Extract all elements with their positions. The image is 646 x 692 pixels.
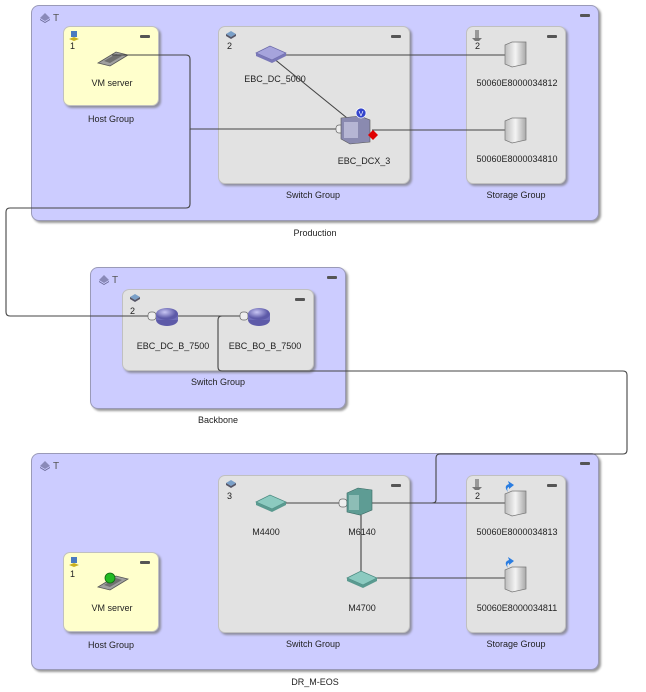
group-count: 2 [475, 41, 481, 51]
storage-group[interactable]: 2 50060E8000034813 50060E8000034811 [466, 475, 566, 633]
fabric-header: T [38, 460, 59, 472]
switch-group-icon [226, 480, 236, 488]
collapse-button[interactable] [140, 35, 150, 38]
storage-group[interactable]: 2 50060E8000034812 50060E8000034810 [466, 26, 566, 184]
collapse-button[interactable] [547, 35, 557, 38]
collapse-button[interactable] [391, 484, 401, 487]
collapse-button[interactable] [327, 276, 337, 279]
collapse-button[interactable] [391, 35, 401, 38]
fabric-header: T [97, 274, 118, 286]
device-label: VM server [91, 78, 133, 88]
group-label: Host Group [87, 640, 135, 650]
switch-group-icon [130, 294, 140, 302]
group-count: 2 [475, 491, 481, 501]
collapse-button[interactable] [580, 462, 590, 465]
host-group[interactable]: 1 VM server [63, 552, 159, 632]
storage-group-icon [472, 479, 482, 490]
fabric-stack-icon [99, 275, 109, 285]
fabric-label: Production [293, 228, 337, 238]
storage-group-icon [472, 30, 482, 41]
switch-group[interactable]: 2 EBC_DC_5000 EBC_DCX_3 [218, 26, 410, 184]
collapse-button[interactable] [140, 561, 150, 564]
device-label: EBC_DCX_3 [337, 156, 391, 166]
device-label: 50060E8000034813 [476, 527, 558, 537]
collapse-button[interactable] [295, 298, 305, 301]
group-count: 2 [130, 306, 136, 316]
device-label: M4400 [252, 527, 280, 537]
collapse-button[interactable] [580, 14, 590, 17]
fabric-header: T [38, 12, 59, 24]
group-count: 1 [70, 41, 76, 51]
device-label: 50060E8000034811 [476, 603, 558, 613]
group-label: Storage Group [486, 190, 546, 200]
device-label: VM server [91, 603, 133, 613]
group-label: Switch Group [285, 190, 341, 200]
switch-group[interactable]: 3 M4400 M6140 M4700 [218, 475, 410, 633]
host-group[interactable]: 1 VM server [63, 26, 159, 106]
group-count: 1 [70, 569, 76, 579]
device-label: M4700 [348, 603, 376, 613]
group-count: 3 [227, 491, 233, 501]
fabric-type-glyph: T [53, 12, 60, 24]
device-label: 50060E8000034812 [476, 78, 558, 88]
fabric-label: Backbone [197, 415, 239, 425]
group-count: 2 [227, 41, 233, 51]
ok-status-icon [104, 572, 116, 584]
host-group-icon [69, 31, 79, 41]
switch-group-icon [226, 31, 236, 39]
group-label: Storage Group [486, 639, 546, 649]
device-label: 50060E8000034810 [476, 154, 558, 164]
fabric-stack-icon [40, 461, 50, 471]
group-label: Switch Group [285, 639, 341, 649]
fabric-stack-icon [40, 13, 50, 23]
device-label: EBC_DC_B_7500 [136, 341, 210, 351]
device-label: M6140 [348, 527, 376, 537]
device-label: EBC_DC_5000 [244, 74, 306, 84]
device-label: EBC_BO_B_7500 [228, 341, 302, 351]
switch-group[interactable]: 2 EBC_DC_B_7500 EBC_BO_B_7500 [122, 289, 314, 371]
hba-card-icon[interactable] [96, 571, 130, 593]
group-label: Switch Group [190, 377, 246, 387]
collapse-button[interactable] [547, 484, 557, 487]
fabric-label: DR_M-EOS [291, 677, 339, 687]
group-label: Host Group [87, 114, 135, 124]
fabric-type-glyph: T [112, 274, 119, 286]
host-group-icon [69, 557, 79, 567]
fabric-type-glyph: T [53, 460, 60, 472]
hba-card-icon[interactable] [96, 49, 130, 69]
